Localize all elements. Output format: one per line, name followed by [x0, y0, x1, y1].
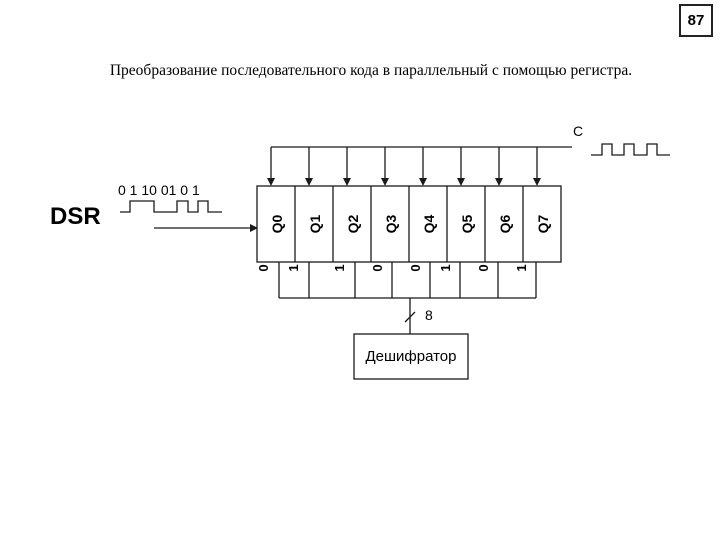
clock-arrows [267, 147, 541, 186]
output-lines [278, 262, 537, 334]
dsr-label: DSR [50, 203, 101, 230]
register-cell-q4: Q4 [421, 214, 437, 233]
register-cell-q3: Q3 [383, 214, 399, 233]
dsr-waveform [120, 200, 222, 213]
input-sequence: 0 1 10 01 0 1 [118, 182, 200, 198]
clock-label: C [573, 123, 583, 139]
bus-width-label: 8 [425, 307, 433, 323]
shift-register [256, 185, 562, 263]
register-cell-q0: Q0 [269, 214, 285, 233]
slide-title: Преобразование последовательного кода в … [109, 62, 633, 79]
decoder-label: Дешифратор [366, 348, 457, 365]
output-bit-0: 0 [256, 264, 271, 271]
output-bit-3: 0 [370, 264, 385, 271]
output-bit-6: 0 [476, 264, 491, 271]
clock-waveform [591, 143, 670, 156]
register-cell-q5: Q5 [459, 214, 475, 233]
output-bit-4: 0 [408, 264, 423, 271]
register-cell-q7: Q7 [535, 214, 551, 233]
decoder-box [353, 333, 469, 380]
register-cell-q1: Q1 [307, 214, 323, 233]
output-bit-2: 1 [332, 264, 347, 271]
output-bit-7: 1 [514, 264, 529, 271]
register-cell-q2: Q2 [345, 214, 361, 233]
output-bit-1: 1 [286, 264, 301, 271]
page-number: 87 [679, 4, 713, 37]
output-bit-5: 1 [438, 264, 453, 271]
register-cell-q6: Q6 [497, 214, 513, 233]
